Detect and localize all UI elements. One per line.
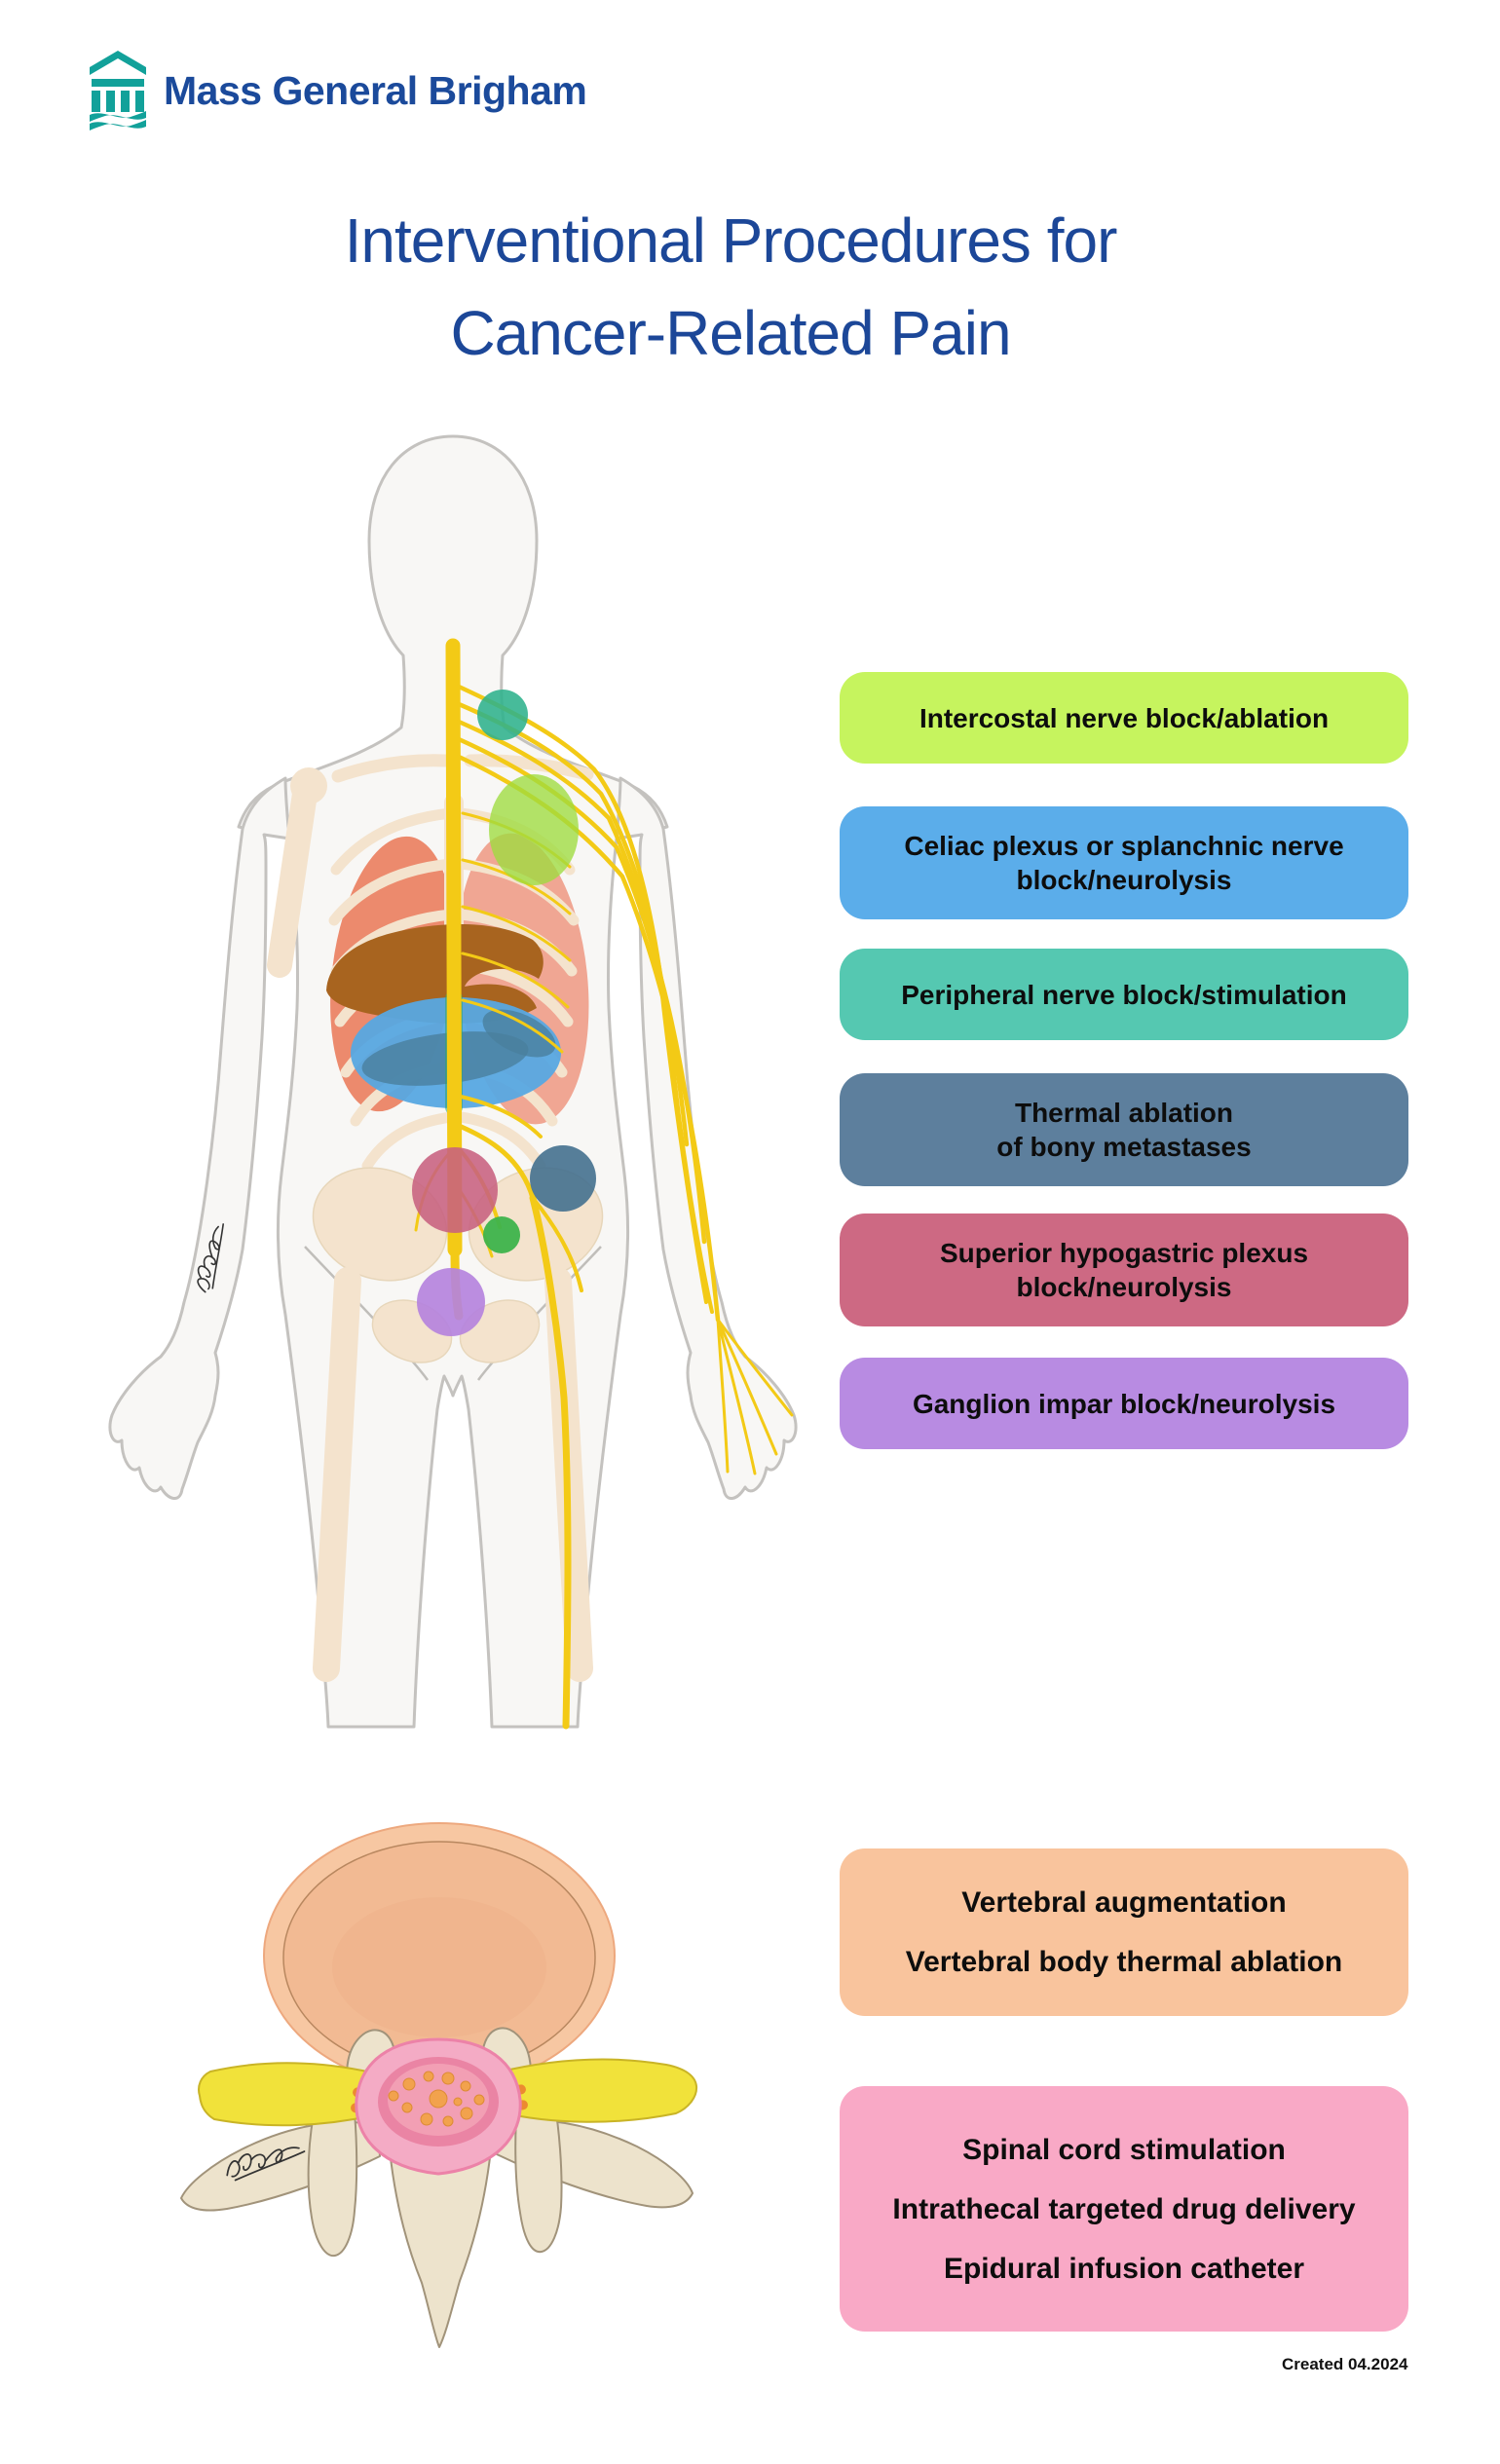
left-humeral-head xyxy=(290,767,327,804)
label-intercostal-nerve-block: Intercostal nerve block/ablation xyxy=(840,672,1408,764)
left-arm-outline xyxy=(108,776,291,1500)
label-text: Spinal cord stimulation xyxy=(962,2133,1286,2166)
ganglion-impar-marker xyxy=(417,1268,485,1336)
spinal-nerve-roots xyxy=(198,2058,698,2127)
right-inferior-articular-process xyxy=(514,2095,563,2254)
vertebra-axial-anatomy-illustration xyxy=(180,1822,698,2348)
page-title: Interventional Procedures for Cancer-Rel… xyxy=(0,195,1461,380)
label-peripheral-nerve-block: Peripheral nerve block/stimulation xyxy=(840,949,1408,1040)
label-text: Ganglion impar block/neurolysis xyxy=(912,1388,1336,1419)
label-text: Vertebral body thermal ablation xyxy=(905,1946,1343,1978)
pelvic-nerve-marker xyxy=(483,1216,520,1253)
label-text: of bony metastases xyxy=(996,1132,1252,1162)
artist-signature xyxy=(197,1223,224,1293)
liver xyxy=(326,924,544,1024)
label-neuromodulation-therapies: Spinal cord stimulation Intrathecal targ… xyxy=(840,2086,1408,2332)
artist-signature xyxy=(226,2147,306,2182)
label-text: Vertebral augmentation xyxy=(961,1886,1287,1919)
label-text: block/neurolysis xyxy=(1016,1272,1232,1302)
brachial-plexus-marker xyxy=(477,690,528,740)
label-vertebral-augmentation: Vertebral augmentation Vertebral body th… xyxy=(840,1848,1408,2016)
label-text: Intrathecal targeted drug delivery xyxy=(892,2192,1356,2225)
page-title-line2: Cancer-Related Pain xyxy=(450,298,1011,368)
anterior-body-anatomy-illustration xyxy=(108,434,798,1730)
sciatic-nerve xyxy=(529,1194,572,1730)
label-text: block/neurolysis xyxy=(1016,865,1232,895)
procedure-site-markers xyxy=(412,690,596,1336)
left-clavicle-bone xyxy=(331,754,452,783)
temple-columns-icon xyxy=(90,51,146,131)
label-text: Peripheral nerve block/stimulation xyxy=(901,979,1347,1010)
spleen xyxy=(482,1009,556,1058)
created-date-note: Created 04.2024 xyxy=(1282,2355,1408,2373)
left-humerus-bone xyxy=(267,781,318,978)
label-celiac-plexus-block: Celiac plexus or splanchnic nerve block/… xyxy=(840,806,1408,919)
label-thermal-ablation: Thermal ablation of bony metastases xyxy=(840,1073,1408,1186)
logo-wordmark: Mass General Brigham xyxy=(164,67,587,113)
vertebral-body xyxy=(263,1822,616,2089)
label-text: Superior hypogastric plexus xyxy=(939,1238,1309,1268)
cauda-equina-rootlets xyxy=(388,2071,485,2127)
label-text: Intercostal nerve block/ablation xyxy=(919,702,1330,733)
superior-hypogastric-marker xyxy=(412,1147,498,1233)
page-title-line1: Interventional Procedures for xyxy=(344,205,1118,276)
intercostal-lung-marker xyxy=(489,774,579,885)
left-inferior-articular-process xyxy=(307,2093,358,2258)
label-text: Epidural infusion catheter xyxy=(943,2252,1305,2285)
mass-general-brigham-logo: Mass General Brigham xyxy=(90,51,587,131)
bony-metastasis-marker xyxy=(530,1145,596,1212)
label-text: Thermal ablation xyxy=(1014,1098,1234,1128)
label-text: Celiac plexus or splanchnic nerve xyxy=(904,831,1344,861)
nervous-system xyxy=(414,638,794,1730)
label-ganglion-impar-block: Ganglion impar block/neurolysis xyxy=(840,1358,1408,1449)
spinal-canal xyxy=(355,2037,522,2176)
label-superior-hypogastric-block: Superior hypogastric plexus block/neurol… xyxy=(840,1213,1408,1326)
